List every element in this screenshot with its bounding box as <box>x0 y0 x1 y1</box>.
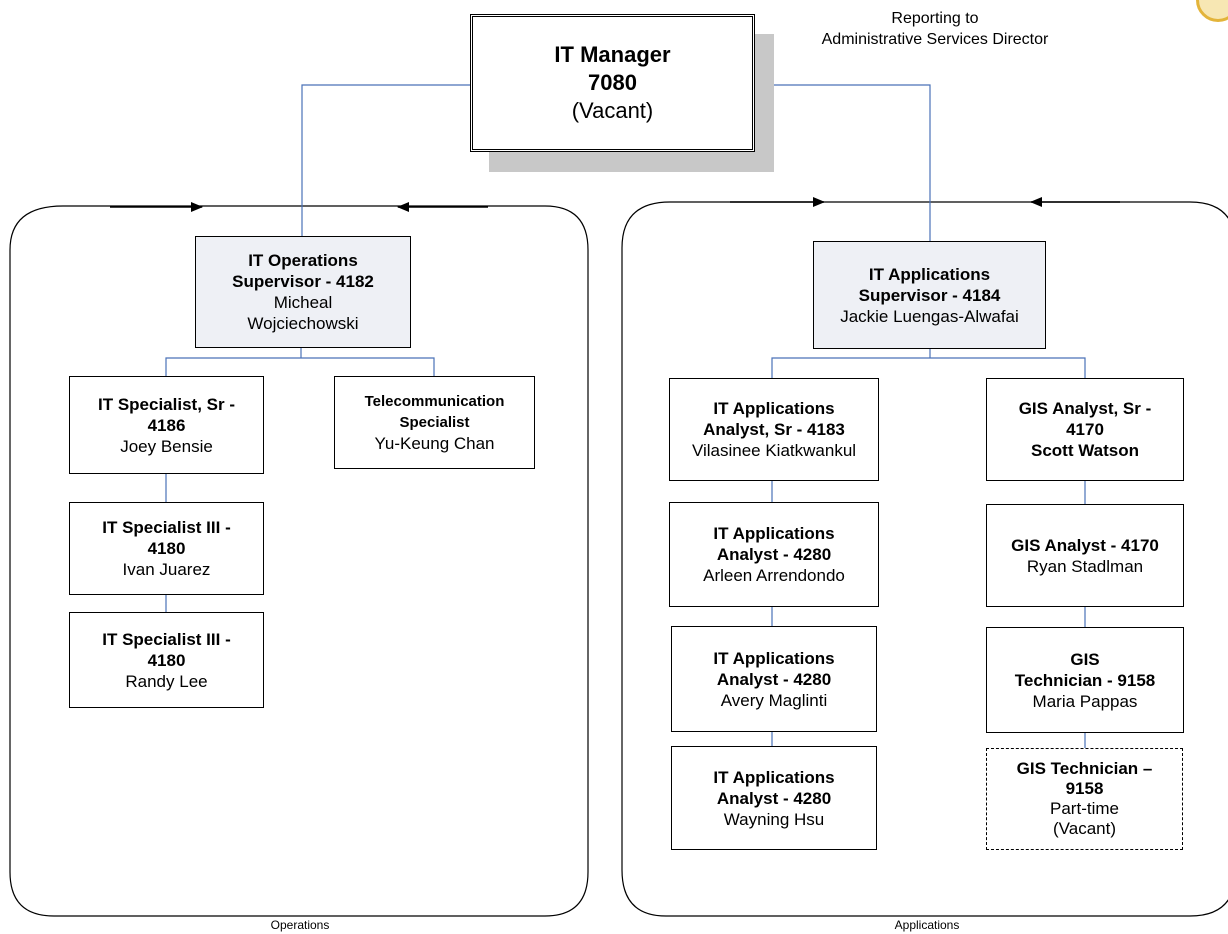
gis-tech-title2: Technician - 9158 <box>1014 670 1156 690</box>
analyst-1-title: IT Applications <box>713 524 835 543</box>
gis-analyst-name: Ryan Stadlman <box>1026 556 1144 576</box>
gis-sr-name: Scott Watson <box>1031 441 1139 460</box>
gis-technician-box: GIS Technician - 9158 Maria Pappas <box>986 627 1184 733</box>
gis-technician-parttime-box: GIS Technician – 9158 Part-time (Vacant) <box>986 748 1183 850</box>
ops-supervisor-name1: Micheal <box>273 293 333 312</box>
gis-tech-pt-note: Part-time <box>1050 799 1119 818</box>
it-applications-supervisor-box: IT Applications Supervisor - 4184 Jackie… <box>813 241 1046 349</box>
gis-sr-title: GIS Analyst, Sr - <box>1018 399 1152 418</box>
ops-supervisor-title: IT Operations <box>248 251 358 270</box>
apps-supervisor-title2: Supervisor - 4184 <box>858 285 1001 305</box>
ops-supervisor-title2: Supervisor - 4182 <box>232 272 374 291</box>
telecommunication-specialist-box: Telecommunication Specialist Yu-Keung Ch… <box>334 376 535 469</box>
gis-analyst-sr-box: GIS Analyst, Sr - 4170 Scott Watson <box>986 378 1184 481</box>
analyst-sr-title2: Analyst, Sr - 4183 <box>703 420 845 439</box>
gis-tech-pt-name: (Vacant) <box>1053 819 1116 838</box>
specialist-iii-2-name: Randy Lee <box>125 671 208 691</box>
analyst-3-title2: Analyst - 4280 <box>716 788 832 808</box>
gis-analyst-box: GIS Analyst - 4170 Ryan Stadlman <box>986 504 1184 607</box>
gis-tech-pt-title: GIS Technician – <box>1016 759 1153 778</box>
manager-code: 7080 <box>588 70 637 95</box>
it-applications-analyst-box-2: IT Applications Analyst - 4280 Avery Mag… <box>671 626 877 732</box>
it-specialist-iii-box-1: IT Specialist III - 4180 Ivan Juarez <box>69 502 264 595</box>
telecom-title: Telecommunication <box>364 393 505 410</box>
manager-name: (Vacant) <box>571 98 654 123</box>
analyst-sr-name: Vilasinee Kiatkwankul <box>691 441 857 460</box>
analyst-1-title2: Analyst - 4280 <box>716 545 832 564</box>
applications-caption: Applications <box>894 918 960 932</box>
it-applications-analyst-box-1: IT Applications Analyst - 4280 Arleen Ar… <box>669 502 879 607</box>
reporting-note: Reporting to Administrative Services Dir… <box>800 8 1070 50</box>
reporting-line2: Administrative Services Director <box>821 31 1049 48</box>
manager-title: IT Manager <box>554 42 671 67</box>
specialist-iii-1-name: Ivan Juarez <box>122 560 211 579</box>
analyst-2-name: Avery Maglinti <box>720 690 828 710</box>
analyst-3-title: IT Applications <box>713 767 835 787</box>
analyst-3-name: Wayning Hsu <box>723 809 825 829</box>
specialist-sr-code: 4186 <box>147 415 186 435</box>
specialist-sr-title: IT Specialist, Sr - <box>98 394 235 414</box>
analyst-2-title2: Analyst - 4280 <box>716 669 832 689</box>
gis-tech-pt-code: 9158 <box>1065 779 1104 798</box>
gis-tech-name: Maria Pappas <box>1032 691 1138 711</box>
specialist-sr-name: Joey Bensie <box>120 436 213 456</box>
telecom-name: Yu-Keung Chan <box>374 434 495 453</box>
reporting-line1: Reporting to <box>891 10 979 27</box>
ops-supervisor-name2: Wojciechowski <box>247 314 359 333</box>
gis-sr-code: 4170 <box>1066 420 1104 439</box>
telecom-title2: Specialist <box>399 414 470 431</box>
apps-supervisor-title: IT Applications <box>868 264 991 284</box>
specialist-iii-2-title: IT Specialist III - <box>102 629 231 649</box>
analyst-sr-title: IT Applications <box>713 399 835 418</box>
specialist-iii-2-code: 4180 <box>147 650 186 670</box>
apps-supervisor-name: Jackie Luengas-Alwafai <box>840 306 1019 326</box>
gis-tech-title: GIS <box>1070 649 1100 669</box>
specialist-iii-1-code: 4180 <box>147 539 186 558</box>
it-specialist-sr-box: IT Specialist, Sr - 4186 Joey Bensie <box>69 376 264 474</box>
analyst-2-title: IT Applications <box>713 648 835 668</box>
it-specialist-iii-box-2: IT Specialist III - 4180 Randy Lee <box>69 612 264 708</box>
it-manager-box: IT Manager 7080 (Vacant) <box>470 14 755 152</box>
applications-group-frame <box>621 201 1228 917</box>
gis-analyst-title: GIS Analyst - 4170 <box>1011 535 1159 555</box>
it-applications-analyst-box-3: IT Applications Analyst - 4280 Wayning H… <box>671 746 877 850</box>
it-operations-supervisor-box: IT Operations Supervisor - 4182 Micheal … <box>195 236 411 348</box>
analyst-1-name: Arleen Arrendondo <box>703 566 845 585</box>
it-applications-analyst-sr-box: IT Applications Analyst, Sr - 4183 Vilas… <box>669 378 879 481</box>
specialist-iii-1-title: IT Specialist III - <box>102 518 231 537</box>
operations-group-frame <box>9 205 589 917</box>
operations-caption: Operations <box>270 918 330 932</box>
